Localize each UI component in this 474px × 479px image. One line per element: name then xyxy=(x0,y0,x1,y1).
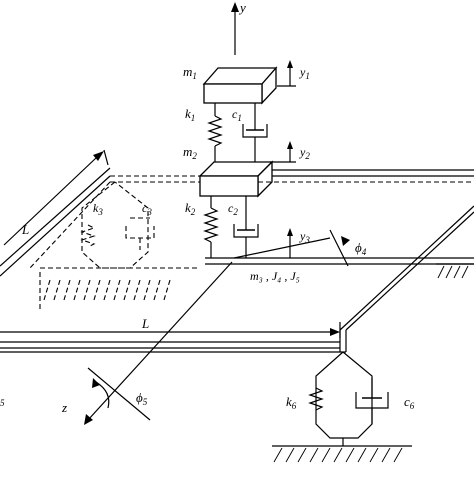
y2-label: y2 xyxy=(299,145,310,161)
k2-label: k2 xyxy=(185,200,196,217)
y2-displacement-arrow xyxy=(270,141,296,163)
y1-displacement-arrow xyxy=(277,60,296,87)
hidden-suspension-k3-c3 xyxy=(80,181,155,269)
l-bottom-label: L xyxy=(141,316,149,331)
phi5-rotation xyxy=(87,367,151,421)
y1-label: y1 xyxy=(299,65,310,81)
damper-c1 xyxy=(242,103,268,162)
ground-hatch-bottom xyxy=(272,445,412,463)
c1-label: c1 xyxy=(232,107,242,123)
y-axis-label: y xyxy=(238,0,246,15)
k3-label: k3 xyxy=(93,201,103,217)
upper-plate xyxy=(0,167,474,277)
y-axis: y xyxy=(231,0,246,55)
damper-c2 xyxy=(233,196,259,258)
l-left-label: L xyxy=(21,222,29,237)
suspension-k6-c6 xyxy=(308,351,389,446)
mass-m2-block xyxy=(198,160,274,198)
k1-label: k1 xyxy=(185,106,195,123)
y3-label: y3 xyxy=(299,229,310,245)
phi4-rotation xyxy=(233,229,350,267)
left-edge-subscript: 5 xyxy=(0,398,5,408)
spring-k1 xyxy=(207,103,223,162)
m3-j4-j5-label: m₃ , J₄ , J₅ xyxy=(250,269,300,283)
spring-k2 xyxy=(203,196,219,258)
z-axis-label: z xyxy=(61,400,67,415)
m1-label: m1 xyxy=(183,64,197,81)
mass-m1-block xyxy=(202,66,278,105)
c6-label: c6 xyxy=(404,394,415,411)
m2-label: m2 xyxy=(183,144,197,161)
lower-plate xyxy=(0,330,347,353)
phi5-label: ϕ5 xyxy=(136,390,148,407)
phi4-label: ϕ4 xyxy=(355,240,367,257)
k6-label: k6 xyxy=(286,394,297,411)
l-dimension-bottom xyxy=(0,322,341,338)
middle-plate xyxy=(205,205,474,331)
z-axis xyxy=(84,261,233,425)
l-dimension-left xyxy=(3,149,109,246)
hidden-ground-hatch xyxy=(39,267,200,310)
c2-label: c2 xyxy=(228,201,238,217)
y3-displacement-arrow xyxy=(287,228,293,258)
c3-label: c3 xyxy=(142,201,152,217)
